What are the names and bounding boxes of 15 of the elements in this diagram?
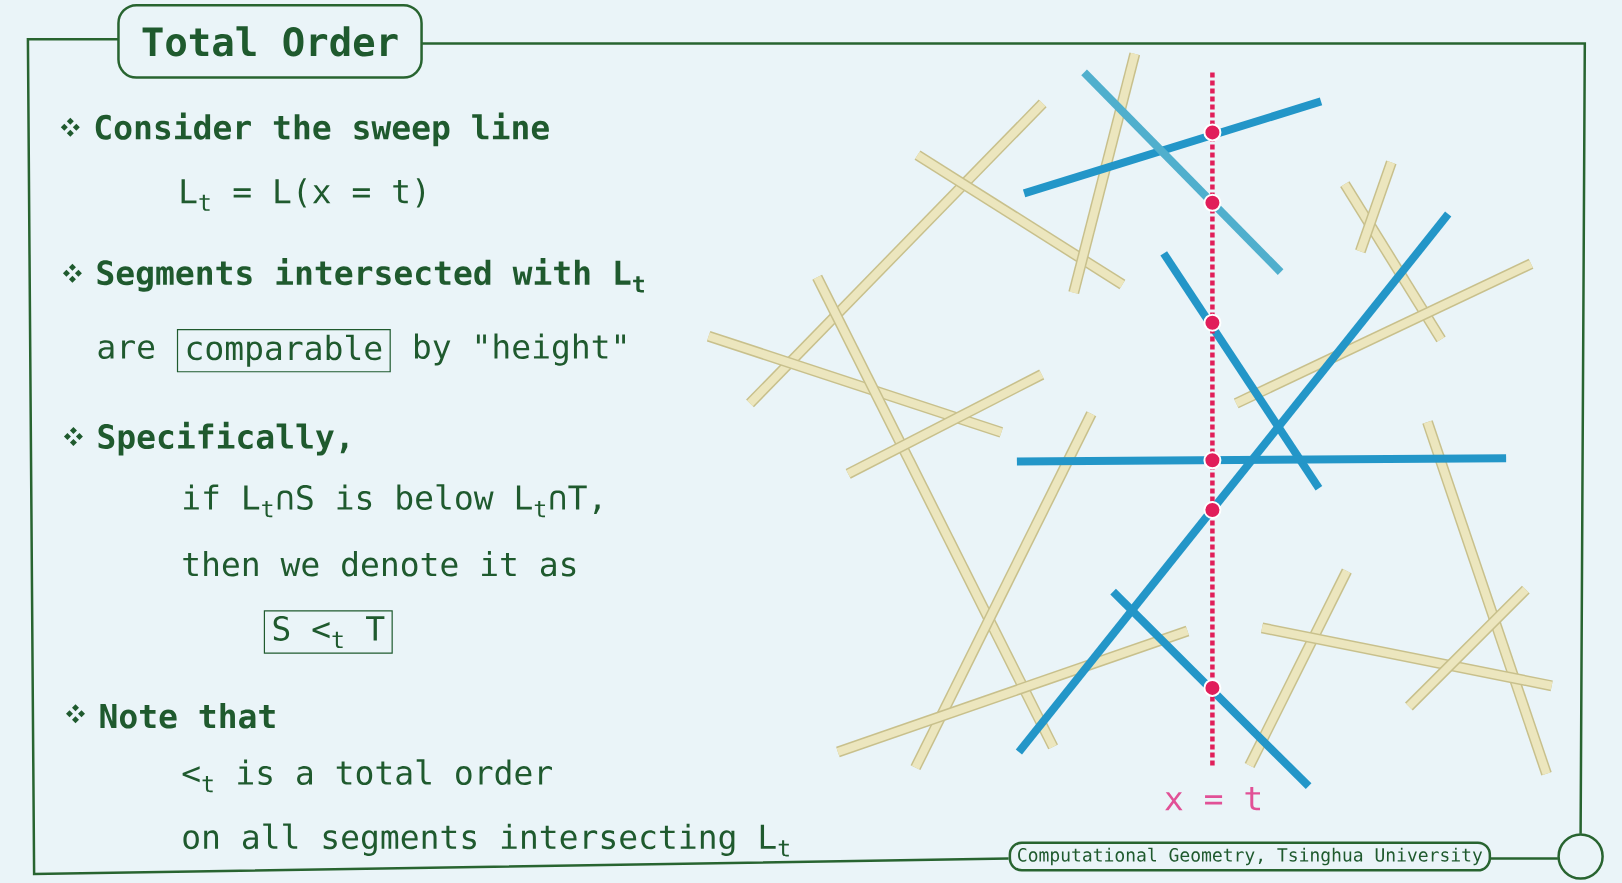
body-text: on all segments intersecting L$_{t}$	[183, 823, 789, 857]
body-text: if L$_{t}$∩S is below L$_{t}$∩T,	[184, 484, 600, 518]
bullet-text: Segments intersected with L$_{t}$	[97, 257, 644, 293]
bullet-text: Consider the sweep line	[95, 112, 549, 147]
formula-box: S <$_{t}$ T	[263, 610, 393, 654]
body-text: L$_{t}$ = L(x = t)	[181, 178, 425, 211]
body-text: then we denote it as	[183, 551, 576, 577]
node-label: Computational Geometry, Tsinghua University	[1018, 847, 1483, 866]
comparable-box: comparable	[176, 329, 391, 373]
title-tab: Total Order	[117, 3, 423, 79]
bullet-text: Note that	[100, 703, 275, 729]
axis-label: x = t	[1165, 787, 1260, 811]
footer-box: Computational Geometry, Tsinghua University	[1008, 841, 1492, 872]
bullet-text: Specifically,	[98, 421, 348, 456]
body-text: <$_{t}$ is a total order	[182, 759, 552, 793]
